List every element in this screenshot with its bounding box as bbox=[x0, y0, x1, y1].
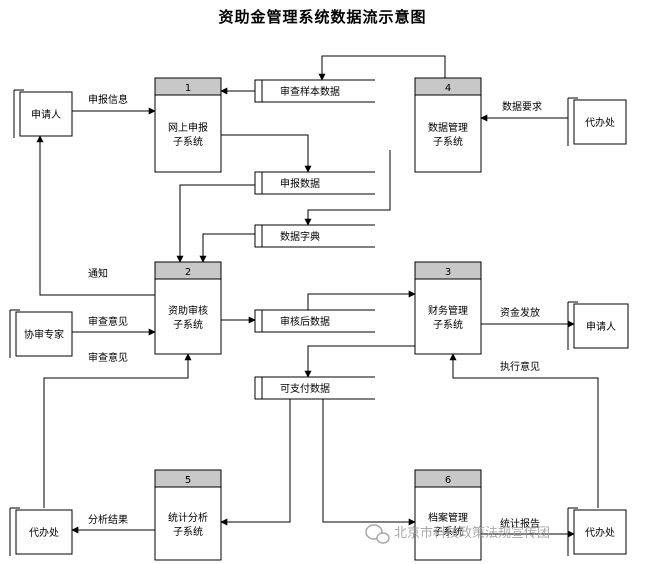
entity-agency-bottom-left: 代办处 bbox=[9, 507, 73, 556]
watermark-text: 北京市科技政策法规宣传团 bbox=[394, 525, 550, 541]
process-id: 5 bbox=[185, 475, 191, 486]
store-reviewed-data: 审核后数据 bbox=[254, 309, 375, 333]
flow-reviewed-to-p3 bbox=[307, 290, 416, 310]
process-name-line1: 数据管理 bbox=[428, 121, 468, 134]
diagram-title: 资助金管理系统数据流示意图 bbox=[218, 8, 427, 26]
process-name-line1: 统计分析 bbox=[168, 511, 208, 524]
flow-apply-to-p2 bbox=[176, 184, 255, 263]
process-4: 4 数据管理 子系统 bbox=[414, 77, 482, 173]
entity-agency-right-top: 代办处 bbox=[567, 97, 627, 146]
process-name-line2: 子系统 bbox=[433, 525, 463, 538]
process-6: 6 档案管理 子系统 bbox=[414, 469, 482, 561]
store-label: 可支付数据 bbox=[280, 382, 330, 395]
process-id: 1 bbox=[185, 83, 191, 94]
process-name-line2: 子系统 bbox=[173, 135, 203, 148]
store-apply-data: 申报数据 bbox=[254, 171, 375, 195]
flow-label-review-opinion-1: 审查意见 bbox=[88, 315, 128, 328]
flow-label-review-opinion-2: 审查意见 bbox=[88, 351, 128, 364]
entity-applicant-left: 申请人 bbox=[13, 89, 73, 138]
flow-exec-opinion bbox=[449, 353, 599, 508]
entity-label: 申请人 bbox=[586, 320, 616, 333]
flow-payable-to-p5 bbox=[220, 399, 291, 526]
wechat-icon bbox=[365, 524, 390, 544]
process-2: 2 资助审核 子系统 bbox=[154, 261, 222, 355]
store-label: 审查样本数据 bbox=[280, 85, 340, 98]
flow-label-apply-info: 申报信息 bbox=[88, 93, 128, 106]
process-id: 3 bbox=[445, 267, 451, 278]
entity-label: 申请人 bbox=[31, 108, 61, 121]
entity-expert: 协审专家 bbox=[9, 309, 73, 358]
flow-notify bbox=[36, 135, 155, 296]
process-id: 2 bbox=[185, 267, 191, 278]
store-label: 申报数据 bbox=[280, 177, 320, 190]
flow-p1-to-apply bbox=[221, 134, 312, 173]
process-5: 5 统计分析 子系统 bbox=[154, 469, 222, 561]
process-name-line2: 子系统 bbox=[433, 318, 463, 331]
process-name-line1: 网上申报 bbox=[168, 121, 208, 134]
watermark: 北京市科技政策法规宣传团 bbox=[365, 524, 550, 544]
entity-label: 代办处 bbox=[29, 526, 59, 539]
flow-label-exec-opinion: 执行意见 bbox=[500, 360, 540, 373]
store-label: 审核后数据 bbox=[280, 315, 330, 328]
process-id: 4 bbox=[445, 83, 451, 94]
process-3: 3 财务管理 子系统 bbox=[414, 261, 482, 355]
store-label: 数据字典 bbox=[280, 230, 320, 243]
process-name-line2: 子系统 bbox=[173, 525, 203, 538]
flow-dict-to-p2 bbox=[199, 233, 255, 263]
process-name-line1: 资助审核 bbox=[168, 304, 208, 317]
process-name-line1: 档案管理 bbox=[428, 511, 468, 524]
flow-label-analysis-result: 分析结果 bbox=[88, 513, 128, 526]
process-id: 6 bbox=[445, 475, 451, 486]
process-name-line1: 财务管理 bbox=[428, 304, 468, 317]
store-payable-data: 可支付数据 bbox=[254, 376, 375, 400]
flow-agency-to-p2 bbox=[43, 353, 192, 508]
process-name-line2: 子系统 bbox=[173, 318, 203, 331]
store-data-dictionary: 数据字典 bbox=[254, 224, 375, 248]
process-1: 1 网上申报 子系统 bbox=[154, 77, 222, 173]
flow-label-stat-report: 统计报告 bbox=[500, 517, 540, 530]
store-sample-data: 审查样本数据 bbox=[254, 79, 375, 103]
process-name-line2: 子系统 bbox=[433, 135, 463, 148]
flow-label-data-request: 数据要求 bbox=[502, 100, 542, 113]
entity-applicant-right: 申请人 bbox=[567, 301, 629, 350]
flow-p3-to-payable bbox=[304, 345, 415, 378]
entity-agency-bottom-right: 代办处 bbox=[567, 507, 627, 556]
flow-label-notify: 通知 bbox=[88, 267, 108, 280]
entity-label: 代办处 bbox=[585, 116, 615, 129]
entity-label: 协审专家 bbox=[24, 328, 64, 341]
flow-p4-to-dict bbox=[304, 150, 391, 226]
flow-label-fund-release: 资金发放 bbox=[500, 306, 540, 319]
flow-p4-to-sample bbox=[318, 55, 446, 81]
flow-payable-to-p6 bbox=[322, 399, 416, 526]
entity-label: 代办处 bbox=[585, 526, 615, 539]
